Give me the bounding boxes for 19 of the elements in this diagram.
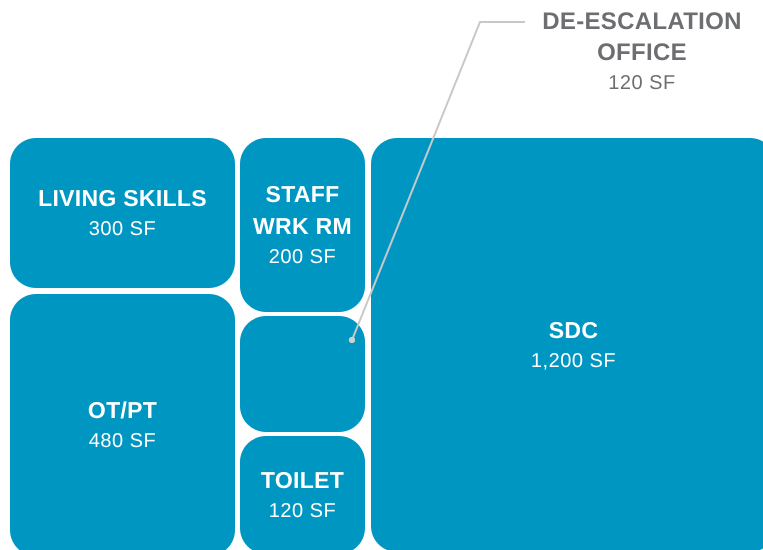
- room-block: [371, 138, 763, 550]
- room-name: OT/PT: [88, 396, 158, 425]
- room-block: [240, 138, 365, 312]
- room-block: [240, 436, 365, 550]
- room-name: STAFF WRK RM: [252, 180, 353, 241]
- room-name: TOILET: [260, 466, 344, 495]
- room-block: [240, 316, 365, 432]
- room-block: [10, 138, 235, 288]
- area-label: 120 SF: [268, 499, 336, 524]
- area-label: 480 SF: [88, 429, 156, 454]
- area-label: 120 SF: [608, 71, 676, 96]
- callout-label: DE-ESCALATION OFFICE: [541, 7, 743, 68]
- leader-line: [348, 21, 525, 344]
- area-label: 300 SF: [88, 217, 156, 242]
- room-name: SDC: [548, 316, 598, 345]
- area-label: 200 SF: [268, 245, 336, 270]
- area-label: 1,200 SF: [530, 349, 616, 374]
- room-block: [10, 294, 235, 550]
- room-name: LIVING SKILLS: [38, 184, 207, 213]
